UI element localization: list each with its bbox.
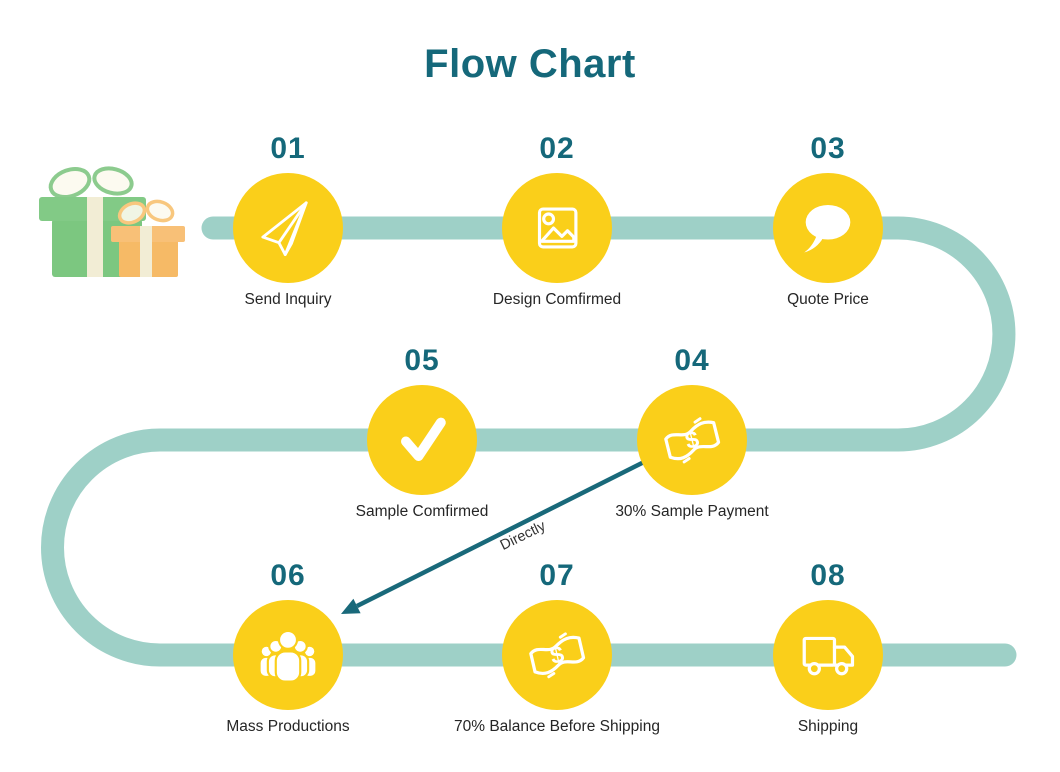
image-icon [537, 207, 578, 249]
step-05-sample-confirmed: 05 Sample Comfirmed [302, 343, 542, 521]
step-circle [773, 173, 883, 283]
step-circle [233, 600, 343, 710]
step-number: 04 [674, 344, 710, 377]
step-number: 06 [270, 559, 306, 592]
paper-plane-icon [261, 201, 308, 256]
step-label: Quote Price [787, 291, 869, 308]
gift-boxes-illustration [39, 166, 185, 277]
step-number: 02 [539, 132, 575, 165]
step-circle [502, 173, 612, 283]
step-number: 07 [539, 559, 575, 592]
step-07-balance-before-shipping: 07 $ 70% Balance Before Shipping [437, 558, 677, 736]
money-bill-icon: $ [529, 632, 586, 679]
step-circle [233, 173, 343, 283]
step-label: 70% Balance Before Shipping [454, 718, 660, 735]
step-label: Mass Productions [226, 718, 350, 735]
speech-bubble-icon [804, 204, 851, 253]
truck-icon [802, 636, 855, 676]
people-icon [260, 629, 316, 683]
step-number: 03 [810, 132, 846, 165]
step-number: 01 [270, 132, 306, 165]
page-title: Flow Chart [424, 42, 636, 86]
money-bill-icon: $ [664, 417, 721, 464]
step-02-design-confirmed: 02 Design Comfirmed [437, 131, 677, 309]
svg-text:$: $ [548, 641, 567, 670]
directly-arrow [341, 458, 648, 614]
step-04-sample-payment: 04 $ 30% Sample Payment [572, 343, 812, 521]
step-01-send-inquiry: 01 Send Inquiry [168, 131, 408, 309]
check-icon [401, 417, 446, 461]
step-label: 30% Sample Payment [615, 503, 769, 520]
svg-text:$: $ [682, 426, 701, 455]
step-label: Design Comfirmed [492, 291, 622, 308]
step-label: Send Inquiry [244, 291, 332, 308]
step-circle [773, 600, 883, 710]
snake-path [41, 216, 1017, 667]
step-number: 05 [404, 344, 440, 377]
step-label: Sample Comfirmed [355, 503, 489, 520]
step-circle: $ [502, 600, 612, 710]
step-label: Shipping [797, 718, 859, 735]
step-circle [367, 385, 477, 495]
step-08-shipping: 08 Shipping [708, 558, 948, 736]
step-circle: $ [637, 385, 747, 495]
step-06-mass-productions: 06 Mass Productions [168, 558, 408, 736]
step-03-quote-price: 03 Quote Price [708, 131, 948, 309]
step-number: 08 [810, 559, 846, 592]
